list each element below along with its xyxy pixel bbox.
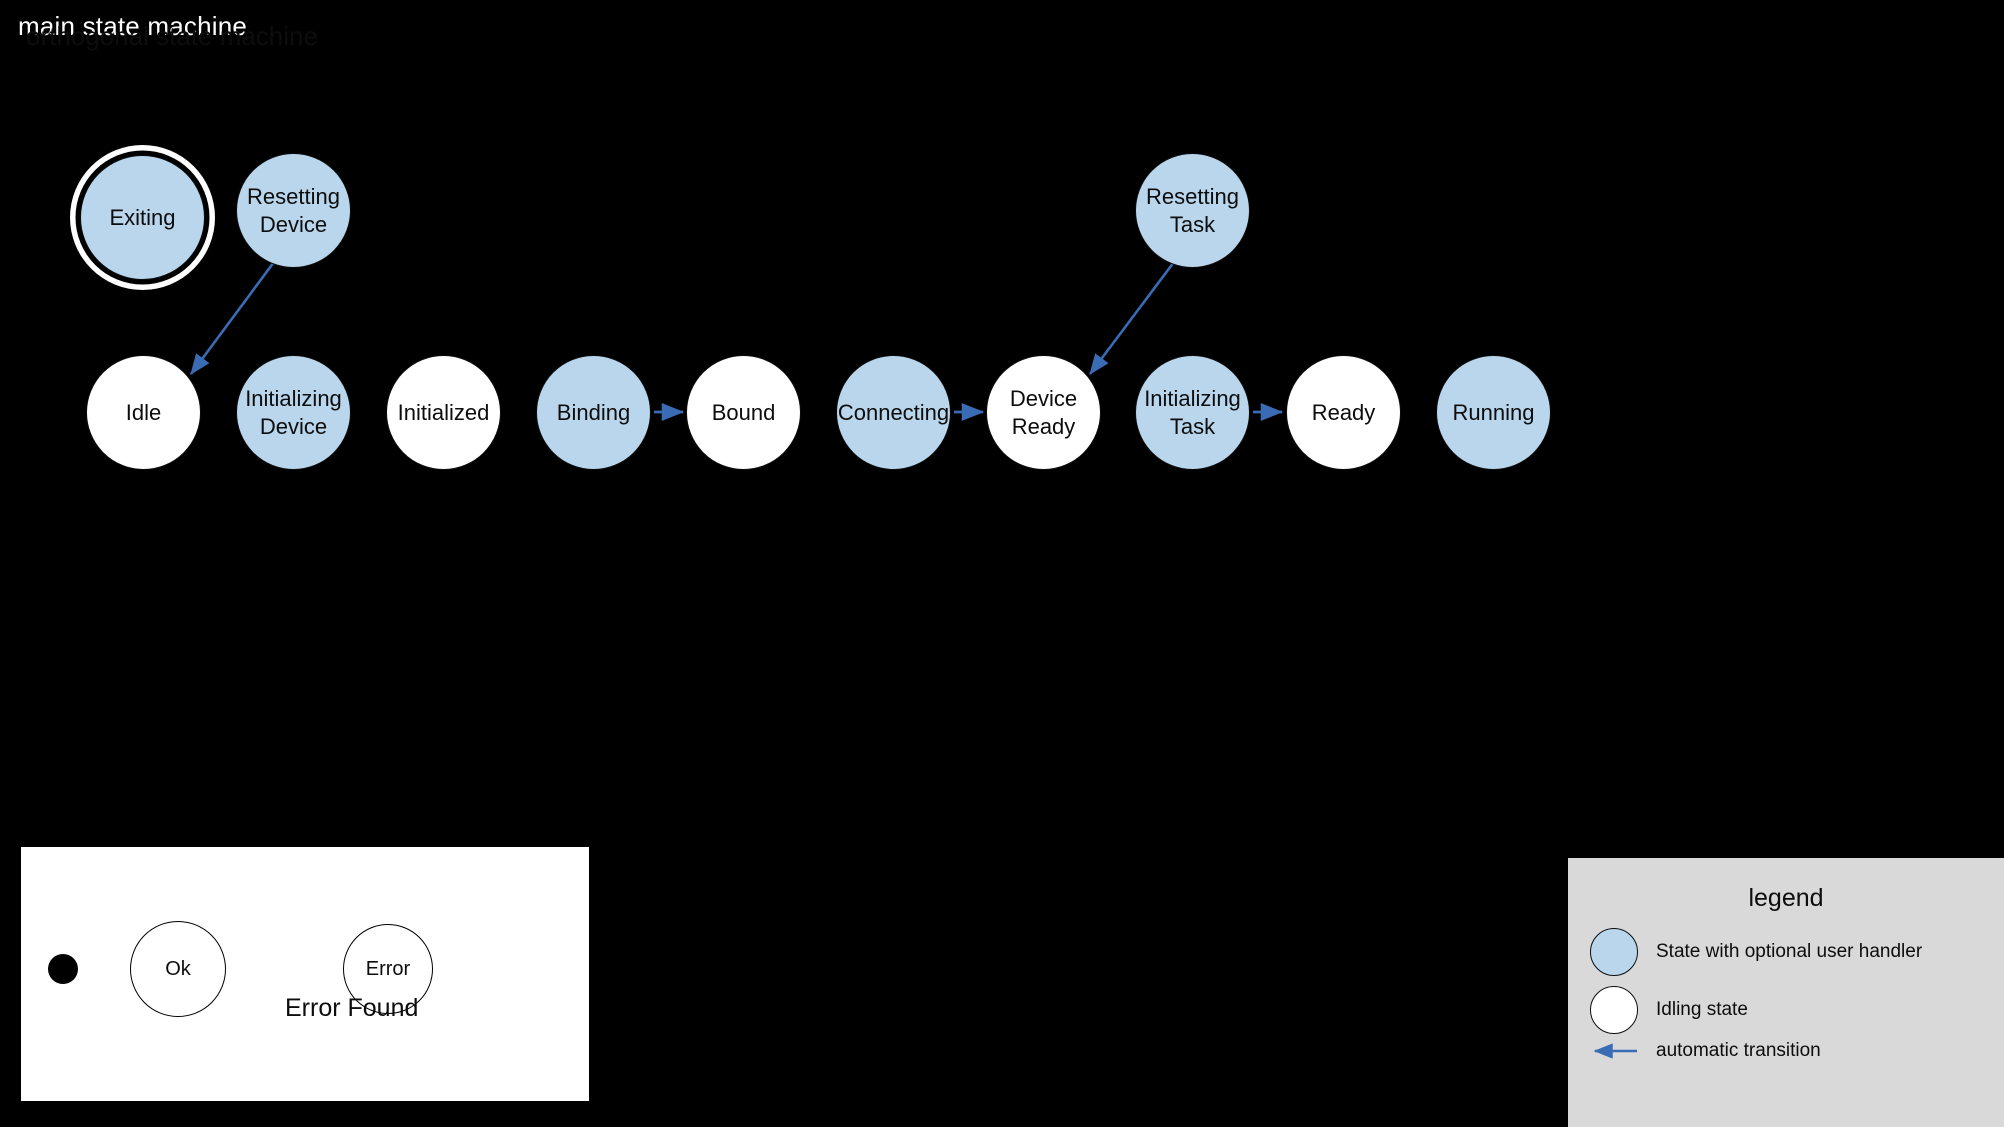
ortho-state-node-ok[interactable]: Ok bbox=[130, 921, 226, 1017]
state-label-bound: Bound bbox=[711, 399, 776, 425]
state-node-connecting[interactable]: Connecting bbox=[836, 355, 951, 470]
state-label-device-ready: Device Ready bbox=[1009, 385, 1078, 439]
state-node-idle[interactable]: Idle bbox=[86, 355, 201, 470]
page-title: main state machine bbox=[18, 11, 248, 41]
state-label-exiting: Exiting bbox=[109, 204, 176, 230]
white-circle-icon bbox=[1590, 986, 1638, 1034]
state-label-resetting-task: Resetting Task bbox=[1146, 183, 1239, 237]
state-label-binding: Binding bbox=[556, 399, 631, 425]
ortho-state-label-ok: Ok bbox=[165, 957, 191, 980]
state-node-initializing-task[interactable]: Initializing Task bbox=[1135, 355, 1250, 470]
state-label-ready: Ready bbox=[1311, 399, 1376, 425]
ortho-edge-label-error-found: Error Found bbox=[285, 994, 419, 1022]
state-node-device-ready[interactable]: Device Ready bbox=[986, 355, 1101, 470]
state-node-resetting-device[interactable]: Resetting Device bbox=[236, 153, 351, 268]
legend-item-automatic-transition: automatic transition bbox=[1590, 1040, 1821, 1062]
state-node-initializing-device[interactable]: Initializing Device bbox=[236, 355, 351, 470]
state-label-initializing-device: Initializing Device bbox=[245, 385, 342, 439]
ortho-state-node-error[interactable]: Error bbox=[343, 924, 433, 1014]
state-node-binding[interactable]: Binding bbox=[536, 355, 651, 470]
state-label-idle: Idle bbox=[125, 399, 162, 425]
blue-left-arrow-icon bbox=[1590, 1041, 1638, 1061]
state-node-ready[interactable]: Ready bbox=[1286, 355, 1401, 470]
state-label-connecting: Connecting bbox=[837, 399, 950, 425]
state-node-bound[interactable]: Bound bbox=[686, 355, 801, 470]
legend-label-idling-state: Idling state bbox=[1656, 999, 1748, 1020]
state-label-initializing-task: Initializing Task bbox=[1144, 385, 1241, 439]
orthogonal-state-machine-panel bbox=[20, 846, 590, 1102]
state-label-running: Running bbox=[1452, 399, 1535, 425]
state-node-resetting-task[interactable]: Resetting Task bbox=[1135, 153, 1250, 268]
state-label-resetting-device: Resetting Device bbox=[247, 183, 340, 237]
orthogonal-panel-title: orthogonal state machine bbox=[26, 21, 318, 51]
blue-circle-icon bbox=[1590, 928, 1638, 976]
ortho-state-label-error: Error bbox=[365, 957, 411, 980]
legend-label-handler-state: State with optional user handler bbox=[1656, 941, 1923, 962]
state-node-initialized[interactable]: Initialized bbox=[386, 355, 501, 470]
legend-label-automatic-transition: automatic transition bbox=[1656, 1040, 1821, 1061]
legend-panel: legend State with optional user handler … bbox=[1568, 858, 2004, 1127]
legend-item-handler-state: State with optional user handler bbox=[1590, 928, 1922, 976]
legend-item-idling-state: Idling state bbox=[1590, 986, 1748, 1034]
state-node-running[interactable]: Running bbox=[1436, 355, 1551, 470]
initial-state-dot-icon bbox=[48, 954, 78, 984]
edge-resetting-task-to-device-ready bbox=[1088, 261, 1176, 375]
state-node-exiting[interactable]: Exiting bbox=[80, 155, 205, 280]
legend-title: legend bbox=[1748, 884, 1824, 912]
state-label-initialized: Initialized bbox=[397, 399, 490, 425]
edge-resetting-device-to-idle bbox=[189, 261, 276, 375]
